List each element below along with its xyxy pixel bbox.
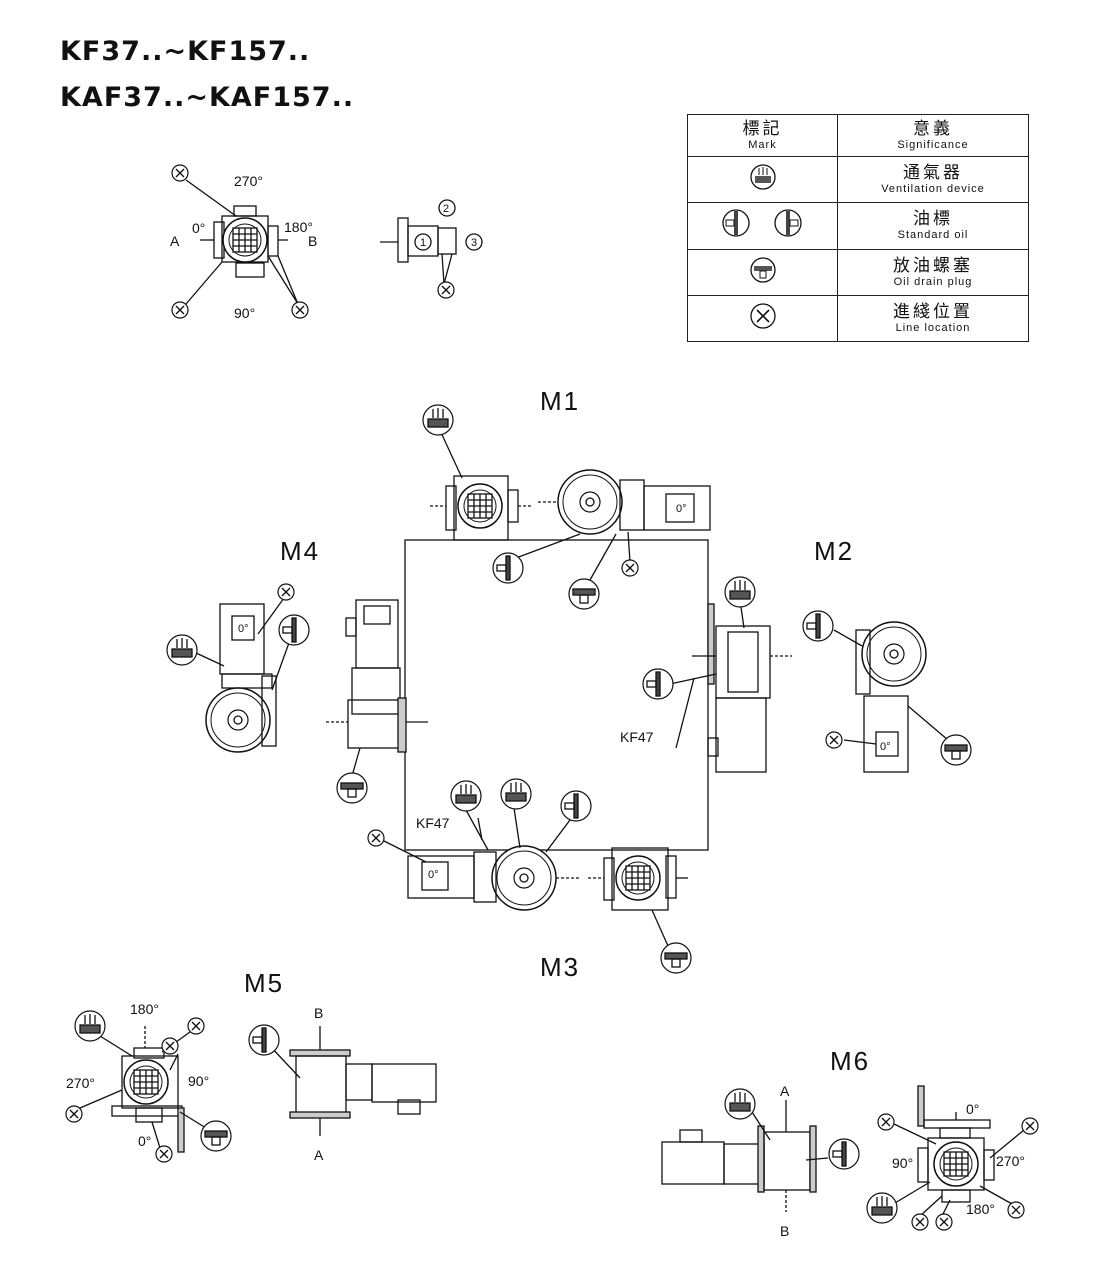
legend-mark-header: 標記 Mark xyxy=(687,113,838,158)
label-side-a: A xyxy=(170,233,180,249)
legend-row-drain-plug: 放油螺塞 Oil drain plug xyxy=(687,248,1029,296)
label-270: 270° xyxy=(234,173,263,189)
mark-zh: 標記 xyxy=(742,119,783,140)
m6-gearmotor-side xyxy=(661,1088,860,1212)
oil-level-en: Standard oil xyxy=(897,229,969,242)
m6-side-b: B xyxy=(780,1223,789,1239)
position-m3: M3 xyxy=(540,952,580,982)
drain-plug-icon xyxy=(749,257,776,283)
m4-motor-angle: 0° xyxy=(238,623,249,635)
label-180: 180° xyxy=(284,219,313,235)
m3-gearbox-front xyxy=(588,847,692,974)
m5-label-270: 270° xyxy=(66,1075,95,1091)
position-m6: M6 xyxy=(830,1046,870,1076)
sig-zh: 意義 xyxy=(913,119,953,140)
title-line-1: KF37..~KF157.. xyxy=(60,36,311,67)
ventilation-en: Ventilation device xyxy=(881,183,985,196)
oil-level-icon xyxy=(721,209,802,238)
m3-gearmotor-side xyxy=(367,778,592,911)
m3-motor-angle: 0° xyxy=(428,869,439,881)
m5-label-0: 0° xyxy=(138,1133,151,1149)
side-num-2: 2 xyxy=(443,203,449,215)
m6-gearbox-front xyxy=(866,1085,1039,1231)
ventilation-zh: 通氣器 xyxy=(903,163,963,184)
oil-level-zh: 油標 xyxy=(913,209,953,230)
legend-row-line-location: 進綫位置 Line location xyxy=(687,294,1029,343)
m6-label-90: 90° xyxy=(892,1155,913,1171)
line-location-zh: 進綫位置 xyxy=(893,301,973,322)
legend-row-ventilation: 通氣器 Ventilation device xyxy=(687,156,1029,204)
m5-label-180: 180° xyxy=(130,1001,159,1017)
position-m4: M4 xyxy=(280,536,320,566)
m5-gearbox-front xyxy=(65,1010,232,1163)
m5-gearmotor-side xyxy=(248,1024,437,1136)
sig-en: Significance xyxy=(897,139,969,152)
m3-kf47-callout: KF47 xyxy=(416,815,450,831)
m2-gearmotor-front xyxy=(802,610,972,773)
side-num-3: 3 xyxy=(471,237,477,249)
mounting-reference-box xyxy=(404,539,709,851)
m4-gearbox-side xyxy=(326,599,428,804)
m2-gearbox-on-wall xyxy=(642,576,792,773)
title-line-2: KAF37..~KAF157.. xyxy=(60,82,355,113)
m6-label-180: 180° xyxy=(966,1201,995,1217)
label-90: 90° xyxy=(234,305,255,321)
drain-plug-en: Oil drain plug xyxy=(893,275,973,288)
m6-side-a: A xyxy=(780,1083,790,1099)
label-side-b: B xyxy=(308,233,317,249)
m1-motor-angle: 0° xyxy=(676,503,687,515)
m4-gearmotor-front xyxy=(166,583,310,753)
position-m2: M2 xyxy=(814,536,854,566)
m1-gearbox-front xyxy=(422,404,532,541)
drain-plug-zh: 放油螺塞 xyxy=(893,255,973,276)
reference-front-view xyxy=(171,164,309,319)
m1-gearmotor-side xyxy=(492,469,711,610)
m5-side-a: A xyxy=(314,1147,324,1163)
m5-label-90: 90° xyxy=(188,1073,209,1089)
side-num-1: 1 xyxy=(420,237,426,249)
m2-motor-angle: 0° xyxy=(880,741,891,753)
m2-kf47-callout: KF47 xyxy=(620,729,654,745)
mark-en: Mark xyxy=(748,139,777,152)
m5-side-b: B xyxy=(314,1005,323,1021)
reference-side-view xyxy=(380,199,483,299)
m6-label-270: 270° xyxy=(996,1153,1025,1169)
legend-table: 標記 Mark 意義 Significance 通氣器 Ventilation … xyxy=(687,113,1029,343)
position-m1: M1 xyxy=(540,386,580,416)
position-m5: M5 xyxy=(244,968,284,998)
line-location-en: Line location xyxy=(895,321,971,334)
line-location-icon xyxy=(749,303,776,329)
label-0: 0° xyxy=(192,220,205,236)
ventilation-icon xyxy=(749,164,776,190)
m6-label-0: 0° xyxy=(966,1101,979,1117)
legend-significance-header: 意義 Significance xyxy=(837,113,1029,158)
legend-header-row: 標記 Mark 意義 Significance xyxy=(687,113,1029,158)
